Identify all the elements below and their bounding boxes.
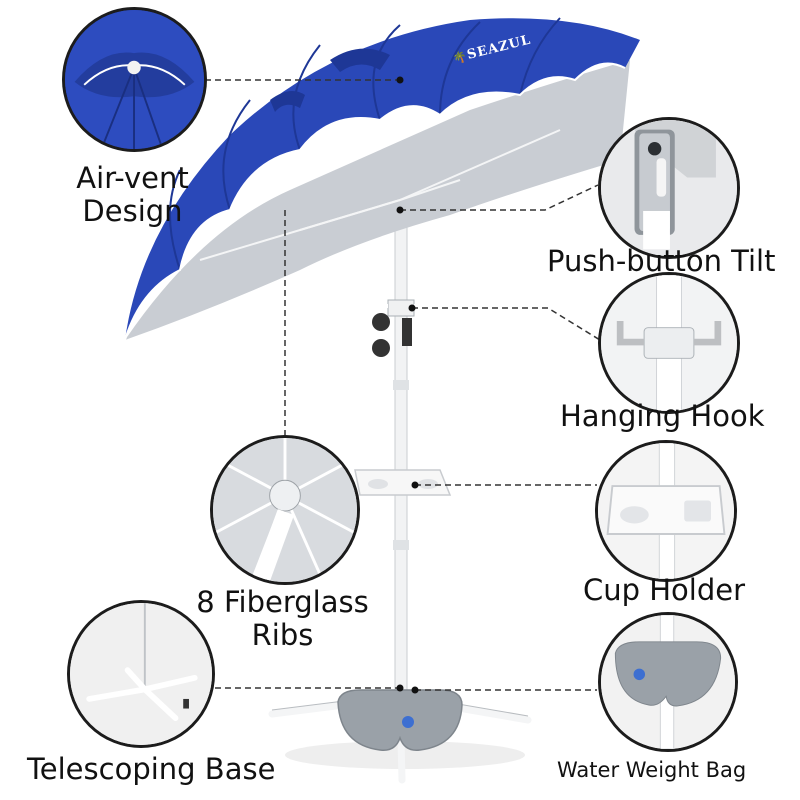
pole <box>394 149 408 731</box>
callout-telescoping <box>67 600 215 748</box>
callout-push-button <box>598 117 740 259</box>
tray <box>354 469 452 496</box>
canopy-lining <box>125 60 630 340</box>
ribs-image <box>213 438 357 582</box>
label-telescoping: Telescoping Base <box>27 752 276 786</box>
label-water-bag: Water Weight Bag <box>557 758 747 782</box>
callout-water-bag <box>598 612 738 752</box>
push-button-image <box>601 120 737 256</box>
cup-holder-image <box>598 443 734 579</box>
callout-cup-holder <box>595 440 737 582</box>
callout-hanging-hook <box>598 272 740 414</box>
water-bag-image <box>601 615 735 749</box>
label-ribs: 8 Fiberglass Ribs <box>196 585 369 653</box>
callout-air-vent <box>62 7 207 152</box>
air-vent-image <box>65 10 204 149</box>
telescoping-image <box>70 603 212 745</box>
hook-assembly <box>372 295 430 357</box>
canopy <box>125 18 640 340</box>
label-hanging-hook: Hanging Hook <box>560 399 765 433</box>
label-cup-holder: Cup Holder <box>583 573 746 607</box>
label-air-vent: Air-vent Design <box>76 161 189 229</box>
callout-ribs <box>210 435 360 585</box>
hanging-hook-image <box>601 275 737 411</box>
